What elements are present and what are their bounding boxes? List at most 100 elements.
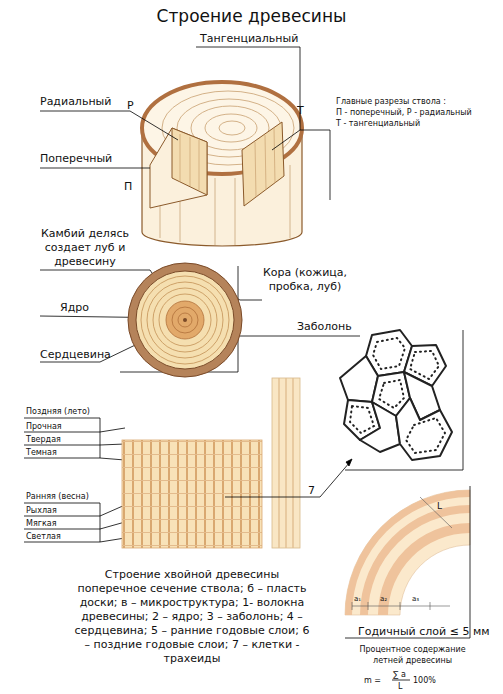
row-line [24, 505, 125, 516]
growth-rings [141, 276, 229, 364]
face-grain [180, 128, 275, 197]
pits [410, 351, 439, 379]
part-label: Годичный слой ≤ 5 мм [358, 625, 489, 639]
part-label: Кора (кожица, пробка, луб) [255, 266, 355, 294]
row-line [24, 418, 100, 419]
trunk-cross-section [128, 263, 242, 377]
radial-face [172, 128, 207, 195]
late-band [345, 490, 470, 615]
grain-line [265, 135, 266, 190]
grain-line [199, 140, 200, 190]
row-line [24, 458, 125, 460]
grain-line [290, 165, 291, 238]
part-label: Темная [26, 447, 57, 458]
pits [373, 338, 405, 369]
part-label: Р [127, 99, 134, 113]
grain-line [235, 178, 236, 245]
pits [379, 380, 404, 408]
heartwood [166, 301, 204, 339]
part-label: Ранняя (весна) [26, 491, 89, 502]
sapwood [136, 271, 234, 369]
leader-line [40, 111, 178, 140]
part-label: a₃ [412, 594, 419, 604]
fraction-bar [392, 680, 410, 681]
grain-line [215, 178, 216, 245]
grain-line [190, 137, 191, 186]
cell [396, 398, 452, 460]
part-label: П [124, 180, 132, 194]
part-label: Главные разрезы ствола : [336, 96, 446, 107]
board-edge [272, 378, 300, 548]
table-lines [24, 418, 125, 542]
ring [172, 307, 198, 333]
row-line [100, 503, 101, 542]
cut-notch [150, 128, 207, 208]
bracket-line [345, 486, 470, 638]
ring [219, 121, 245, 135]
part-label: Прочная [26, 421, 62, 432]
tangential-face [242, 122, 284, 206]
grain-line [292, 378, 294, 548]
part-label: 100% [413, 675, 436, 686]
dimension-lines [352, 497, 452, 610]
pith [183, 318, 187, 322]
part-label: Т - тангенциальный [336, 118, 420, 129]
part-label: Твердая [26, 434, 61, 445]
ring [147, 282, 223, 358]
part-label: L [398, 681, 402, 692]
part-label: Радиальный [40, 95, 111, 109]
part-label: a₁ [354, 594, 361, 604]
late-band [360, 505, 470, 615]
arrow-head [346, 459, 352, 466]
leader-line [40, 168, 150, 169]
bark [128, 263, 242, 377]
pits [406, 418, 445, 453]
cell [340, 356, 378, 402]
pits [350, 406, 374, 433]
row-line [24, 503, 100, 504]
grain-line [285, 378, 287, 548]
leader-line [300, 130, 330, 200]
ring [205, 114, 257, 142]
part-label: Поперечный [40, 152, 112, 166]
ring [141, 276, 229, 364]
part-label: Ядро [60, 301, 89, 315]
cell-pits [350, 338, 445, 453]
tracheid-cells [340, 330, 452, 460]
ring [159, 294, 211, 346]
leader-line [196, 47, 300, 150]
part-label: Мягкая [26, 518, 56, 529]
leader-lines [40, 47, 360, 372]
tick [430, 602, 431, 610]
row-line [24, 444, 125, 445]
tick [368, 602, 369, 610]
part-label: Камбий делясь создает луб и древесину [35, 227, 135, 269]
sector-base [345, 490, 470, 615]
part-label: Т [297, 104, 304, 118]
plank [272, 378, 300, 548]
ring [153, 288, 217, 352]
part-label: m = [364, 675, 381, 686]
tick [400, 602, 401, 610]
part-label: ∑ a [393, 669, 406, 680]
part-label: a₂ [380, 594, 387, 604]
leader-line [225, 497, 320, 498]
dimension-line [420, 497, 452, 528]
grain-line [180, 134, 181, 182]
part-label: Рыхлая [26, 505, 57, 516]
log-stump [142, 82, 302, 246]
grain-line [278, 378, 280, 548]
grain-line [255, 142, 256, 197]
part-label: П - поперечный, Р - радиальный [336, 107, 472, 118]
part-label: Поздняя (лето) [26, 406, 90, 417]
part-label: L [437, 500, 442, 512]
part-label: Процентное содержание летней древесины [350, 644, 475, 666]
part-label: 7 [308, 484, 315, 498]
part-label: Тангенциальный [200, 32, 298, 46]
part-label: Сердцевина [40, 348, 111, 362]
dimension-line [352, 606, 450, 607]
part-label: Светлая [26, 531, 61, 542]
tick [352, 602, 353, 610]
late-band [378, 523, 470, 615]
